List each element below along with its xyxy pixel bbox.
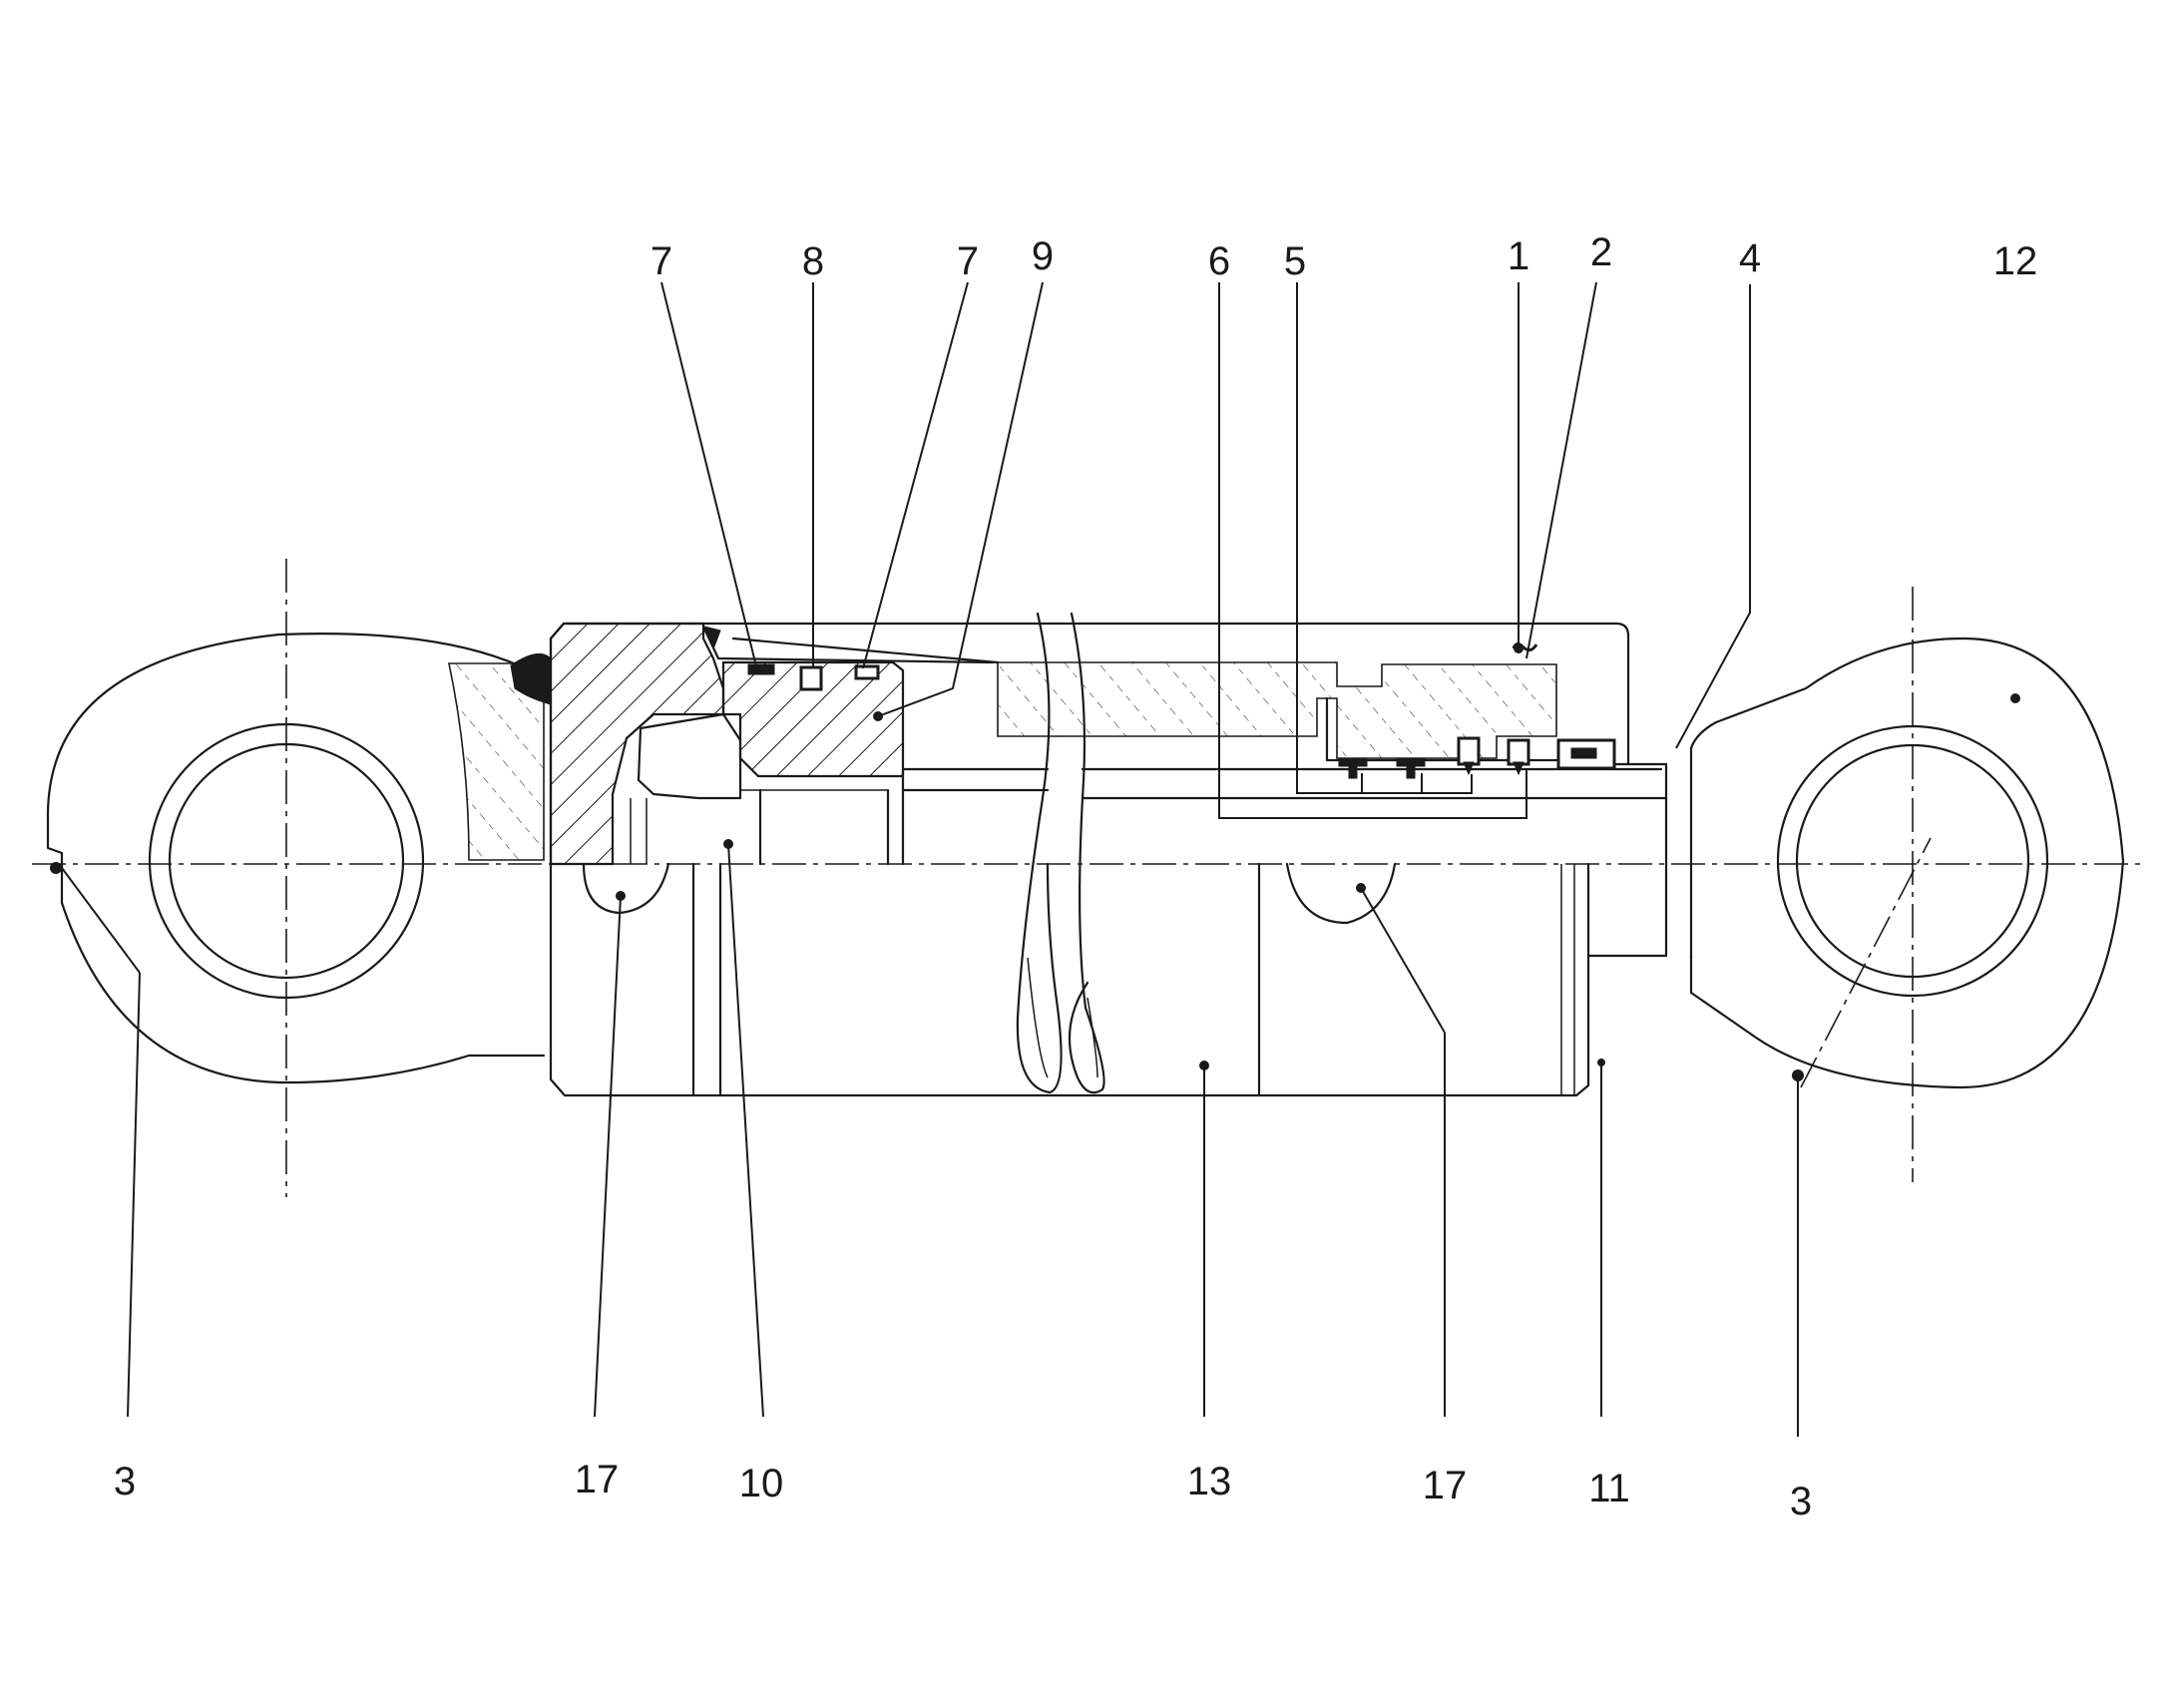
centerlines <box>32 559 2145 1197</box>
rod-gland-hatch <box>997 661 1557 759</box>
lube-fitting-17-right <box>1285 862 1397 925</box>
left-weld-hatch <box>448 662 545 861</box>
callout-7-left: 7 <box>651 239 672 283</box>
piston-hatch <box>721 660 905 778</box>
cylinder-head-hatch <box>549 622 725 866</box>
right-eye-mount <box>1689 637 2125 1089</box>
callout-9: 9 <box>1032 234 1054 278</box>
rod-seals <box>1338 736 1530 779</box>
callouts-top: 7 8 7 9 6 5 1 2 4 12 <box>651 230 2037 283</box>
break-lines <box>1016 612 1105 1094</box>
callout-5: 5 <box>1284 239 1306 283</box>
callout-4: 4 <box>1739 236 1761 280</box>
callout-8: 8 <box>802 239 824 283</box>
head-port-cavity <box>637 712 742 800</box>
callout-6: 6 <box>1208 239 1230 283</box>
callout-17-left: 17 <box>575 1458 620 1501</box>
callout-11: 11 <box>1588 1467 1630 1510</box>
piston-seal-8 <box>799 665 823 691</box>
cylinder-tube <box>549 622 1630 1097</box>
leader-lines <box>50 281 2020 1437</box>
rod-end <box>1586 746 1693 960</box>
callout-7-right: 7 <box>957 239 979 283</box>
callout-13: 13 <box>1187 1460 1232 1503</box>
callout-10: 10 <box>739 1462 784 1505</box>
callout-1: 1 <box>1508 234 1529 278</box>
callout-2: 2 <box>1590 230 1612 274</box>
callouts-bottom: 3 17 10 13 17 11 3 <box>114 1458 1812 1523</box>
callout-17-right: 17 <box>1423 1464 1468 1507</box>
left-eye-mount <box>46 633 552 1084</box>
callout-12: 12 <box>1993 239 2038 283</box>
callout-3-left: 3 <box>114 1460 136 1503</box>
piston-seal-7b <box>854 664 880 680</box>
lube-fitting-17-left <box>582 862 670 915</box>
callout-3-right: 3 <box>1790 1480 1812 1523</box>
piston-seal-7a <box>747 663 775 675</box>
